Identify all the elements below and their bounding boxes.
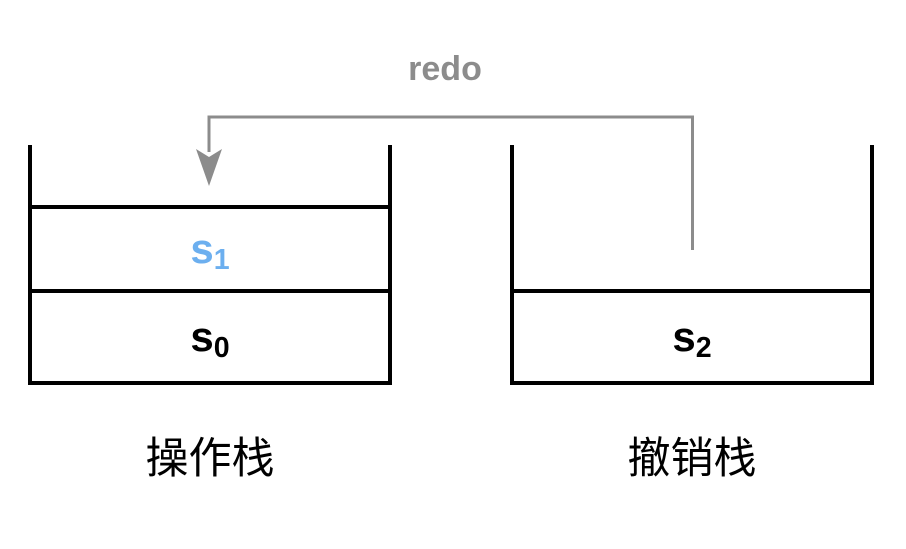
- operation-stack-slot-s1: s1: [32, 205, 388, 289]
- undo-stack-slot-s2-label: s2: [672, 313, 712, 364]
- operation-stack-slot-s1-label: s1: [190, 225, 230, 276]
- undo-stack-slot-s2: s2: [514, 289, 870, 381]
- operation-stack-slot-s0-label: s0: [190, 313, 230, 364]
- operation-stack-slot-s0: s0: [32, 289, 388, 381]
- redo-label: redo: [408, 50, 482, 88]
- operation-stack: s1 s0: [28, 145, 392, 385]
- undo-stack-caption: 撤销栈: [627, 434, 757, 484]
- undo-stack: s2: [510, 145, 874, 385]
- operation-stack-slot-empty: [32, 145, 388, 205]
- operation-stack-caption: 操作栈: [145, 434, 275, 484]
- undo-stack-slot-empty: [514, 145, 870, 289]
